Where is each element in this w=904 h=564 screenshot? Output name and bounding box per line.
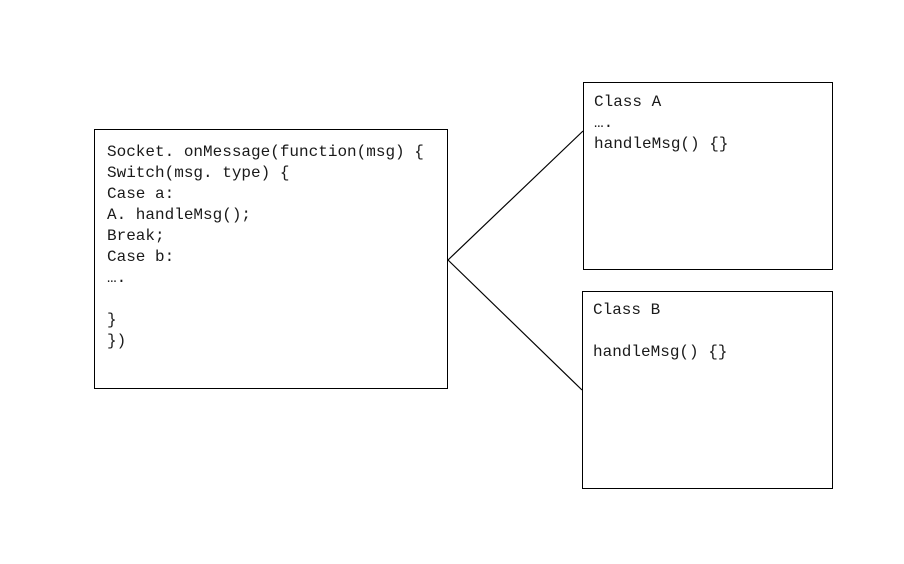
code-line: A. handleMsg();: [107, 206, 252, 224]
code-line: ….: [107, 269, 127, 287]
code-line: Case a:: [107, 185, 175, 203]
class-b-box: Class B handleMsg() {}: [582, 291, 833, 489]
code-line: Switch(msg. type) {: [107, 164, 290, 182]
code-line: handleMsg() {}: [593, 343, 728, 361]
code-line: Case b:: [107, 248, 175, 266]
code-line-blank: [107, 289, 441, 310]
code-line: Break;: [107, 227, 165, 245]
code-line: ….: [594, 114, 614, 132]
class-b-title: Class B: [593, 301, 661, 319]
class-a-title: Class A: [594, 93, 662, 111]
code-line: }): [107, 332, 127, 350]
code-line: Socket. onMessage(function(msg) {: [107, 143, 424, 161]
connector-line-to-class-b: [447, 259, 583, 391]
code-line: }: [107, 311, 117, 329]
code-line: handleMsg() {}: [594, 135, 729, 153]
message-dispatch-code-box: Socket. onMessage(function(msg) { Switch…: [94, 129, 448, 389]
class-a-box: Class A …. handleMsg() {}: [583, 82, 833, 270]
code-line-blank: [593, 321, 826, 342]
connector-line-to-class-a: [447, 130, 584, 261]
